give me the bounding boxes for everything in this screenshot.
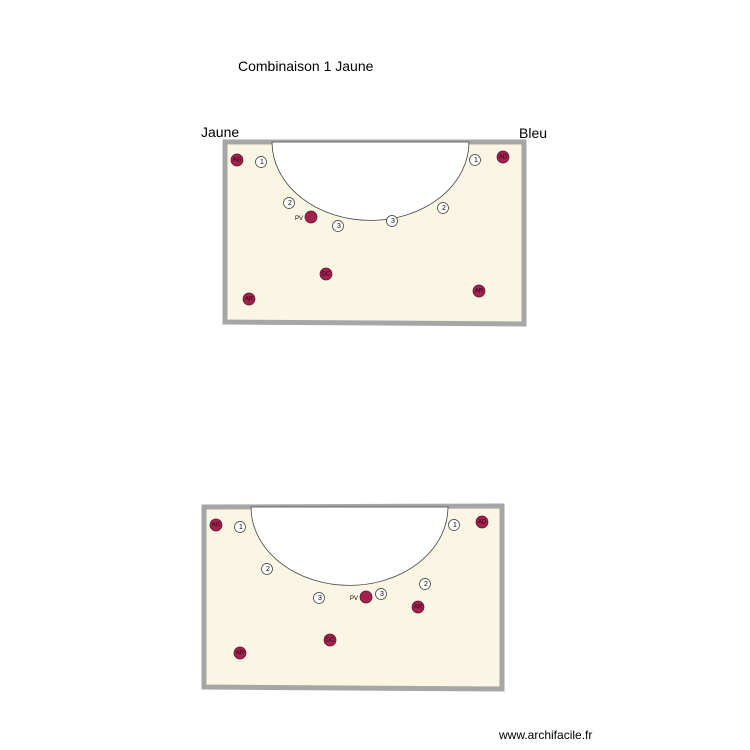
attacker-marker — [419, 578, 431, 590]
defender-label: PV — [295, 216, 303, 222]
attacker-number: 3 — [337, 223, 341, 230]
team-label-right: Bleu — [519, 125, 548, 141]
court-2-players: 1 2 3 3 2 1 AG PV DC AR AR AD — [209, 515, 489, 660]
defender-label: DC — [322, 272, 331, 278]
court-2-goal-area — [250, 506, 449, 586]
defender-label: AD — [499, 155, 508, 161]
attacker-marker — [234, 521, 246, 533]
attacker-marker — [313, 592, 325, 604]
attacker-marker — [283, 197, 295, 209]
attacker-marker — [255, 156, 267, 168]
attacker-number: 1 — [453, 522, 457, 529]
attacker-marker — [386, 215, 398, 227]
attacker-marker — [437, 202, 449, 214]
attacker-number: 2 — [266, 566, 270, 573]
defender-marker — [411, 600, 425, 614]
court-1-players: 1 2 3 3 2 1 AG PV DC AR AR AD — [230, 150, 510, 306]
watermark: www.archifacile.fr — [499, 728, 593, 742]
attacker-marker — [469, 154, 481, 166]
defender-marker — [242, 292, 256, 306]
attacker-number: 2 — [288, 200, 292, 207]
defender-label: AD — [478, 520, 487, 526]
attacker-number: 1 — [239, 524, 243, 531]
defender-label: AG — [212, 523, 221, 529]
diagram-title: Combinaison 1 Jaune — [238, 58, 374, 74]
attacker-number: 1 — [260, 159, 264, 166]
defender-marker — [472, 284, 486, 298]
attacker-marker — [332, 220, 344, 232]
court-1-goal-area — [271, 141, 470, 221]
attacker-number: 3 — [380, 591, 384, 598]
attacker-number: 1 — [474, 157, 478, 164]
court-2: 1 2 3 3 2 1 AG PV DC AR AR AD — [201, 503, 505, 692]
defender-label: AG — [233, 158, 242, 164]
defender-label: AR — [236, 651, 245, 657]
attacker-marker — [375, 588, 387, 600]
attacker-marker — [261, 563, 273, 575]
defender-marker — [496, 150, 510, 164]
team-label-left: Jaune — [201, 124, 240, 140]
defender-label: AR — [475, 289, 484, 295]
attacker-number: 2 — [424, 581, 428, 588]
defender-marker — [233, 646, 247, 660]
defender-marker — [319, 267, 333, 281]
defender-label: AR — [414, 605, 423, 611]
defender-marker — [304, 210, 318, 224]
defender-marker — [230, 153, 244, 167]
attacker-number: 2 — [442, 205, 446, 212]
defender-label: PV — [350, 596, 358, 602]
defender-marker — [359, 590, 373, 604]
defender-marker — [323, 633, 337, 647]
attacker-marker — [448, 519, 460, 531]
attacker-number: 3 — [391, 218, 395, 225]
defender-label: DC — [326, 638, 335, 644]
defender-marker — [209, 518, 223, 532]
defender-label: AR — [245, 297, 254, 303]
attacker-number: 3 — [318, 595, 322, 602]
defender-marker — [475, 515, 489, 529]
court-1: 1 2 3 3 2 1 AG PV DC AR AR AD — [222, 139, 527, 327]
